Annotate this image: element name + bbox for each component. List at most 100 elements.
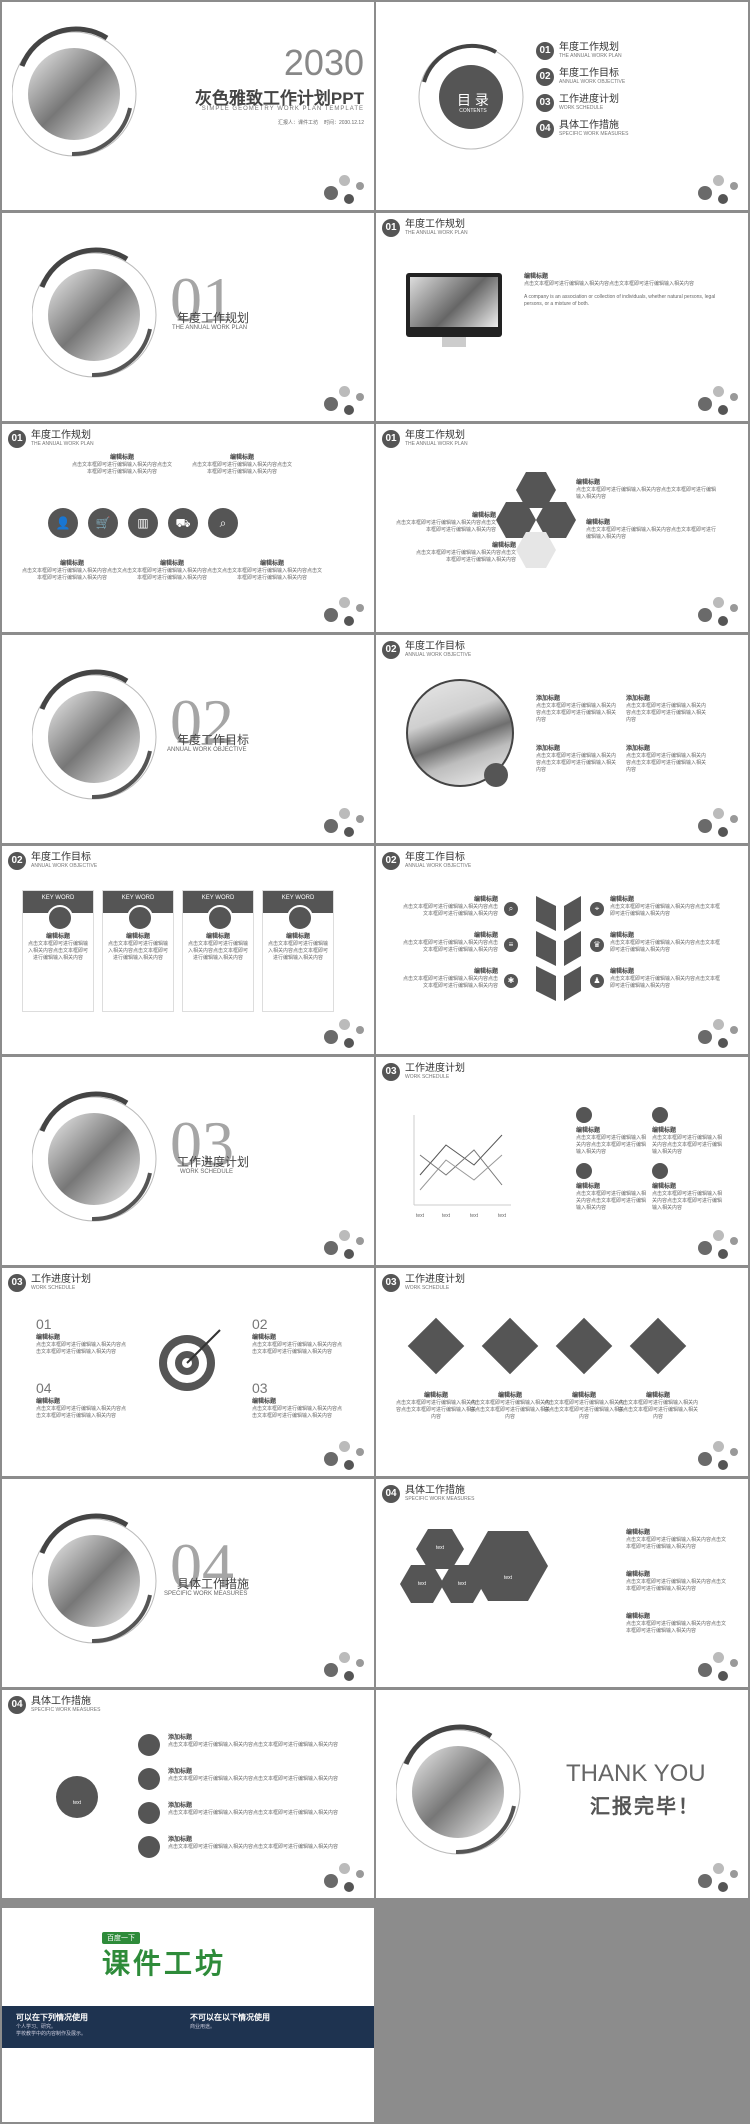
rocket-icon [629, 1317, 687, 1375]
header-title: 具体工作措施 [405, 1485, 465, 1496]
keyword-card[interactable]: KEY WORD 编辑标题点击文本框即可进行编辑输入相关内容点击文本框即可进行编… [102, 890, 174, 1012]
keyword-card[interactable]: KEY WORD 编辑标题点击文本框即可进行编辑输入相关内容点击文本框即可进行编… [262, 890, 334, 1012]
block-body: 点击文本框即可进行编辑输入相关内容点击文本框即可进行编辑输入相关内容 [586, 527, 717, 540]
keyword-circle [207, 905, 233, 931]
slide-thank-you[interactable]: THANK YOU 汇报完毕！ [376, 1690, 748, 1898]
block-body: 点击文本框即可进行编辑输入相关内容点击文本框即可进行编辑输入相关内容 [267, 941, 328, 961]
decor-dots [680, 381, 740, 415]
chart-tick-label: text [470, 1213, 479, 1219]
header-title: 年度工作目标 [405, 852, 465, 863]
section-number: 01 [170, 264, 234, 335]
text-block: 编辑标题点击文本框即可进行编辑输入相关内容点击文本框即可进行编辑输入相关内容 [36, 1398, 126, 1420]
block-title: 编辑标题 [524, 274, 549, 280]
monitor-stand [442, 337, 466, 347]
block-body: 点击文本框即可进行编辑输入相关内容点击文本框即可进行编辑输入相关内容 [626, 753, 707, 773]
header-subtitle: ANNUAL WORK OBJECTIVE [405, 863, 472, 869]
report-done-text: 汇报完毕！ [590, 1796, 700, 1818]
toc-item-num: 01 [536, 42, 554, 60]
block-title: 编辑标题 [59, 561, 84, 567]
toc-item-en: SPECIFIC WORK MEASURES [559, 131, 629, 137]
keyword-card[interactable]: KEY WORD 编辑标题点击文本框即可进行编辑输入相关内容点击文本框即可进行编… [22, 890, 94, 1012]
text-block: 编辑标题点击文本框即可进行编辑输入相关内容点击文本框即可进行编辑输入相关内容 [396, 1392, 476, 1421]
slide-brand[interactable]: 百度一下 课件工坊 可以在下列情况使用 个人学习、研究。 学校教学中的内容制作及… [2, 1908, 374, 2122]
section-title: 年度工作规划 [177, 311, 250, 325]
ending-ring-graphic [396, 1724, 521, 1855]
usage-forbidden-title: 不可以在以下情况使用 [190, 2013, 270, 2022]
slide-section-04[interactable]: 04 具体工作措施 SPECIFIC WORK MEASURES [2, 1479, 374, 1687]
text-block: 编辑标题 点击文本框即可进行编辑输入相关内容点击文本框即可进行编辑输入相关内容 … [524, 273, 724, 308]
decor-dots [306, 1436, 366, 1470]
brand-tag: 百度一下 [102, 1932, 140, 1944]
decor-dots [306, 1225, 366, 1259]
block-title: 编辑标题 [610, 933, 635, 939]
keyword-card[interactable]: KEY WORD 编辑标题点击文本框即可进行编辑输入相关内容点击文本框即可进行编… [182, 890, 254, 1012]
block-body: 点击文本框即可进行编辑输入相关内容点击文本框即可进行编辑输入相关内容 [576, 487, 717, 500]
section-subtitle: THE ANNUAL WORK PLAN [172, 325, 248, 331]
block-title: 编辑标题 [576, 1184, 601, 1190]
text-block: 添加标题点击文本框即可进行编辑输入相关内容点击文本框即可进行编辑输入相关内容 [168, 1734, 348, 1749]
plane-icon [555, 1317, 613, 1375]
usage-allowed-item: 学校教学中的内容制作及展示。 [16, 2031, 87, 2037]
text-block: 编辑标题点击文本框即可进行编辑输入相关内容点击文本框即可进行编辑输入相关内容 [22, 560, 122, 582]
text-block: 编辑标题点击文本框即可进行编辑输入相关内容点击文本框即可进行编辑输入相关内容 [122, 560, 222, 582]
header-subtitle: WORK SCHEDULE [405, 1285, 450, 1291]
text-block: 编辑标题点击文本框即可进行编辑输入相关内容点击文本框即可进行编辑输入相关内容 [610, 932, 720, 954]
hexagon-label: text [503, 1575, 513, 1581]
block-body: 点击文本框即可进行编辑输入相关内容点击文本框即可进行编辑输入相关内容 [524, 281, 695, 287]
header-num: 01 [382, 430, 400, 448]
block-body: 点击文本框即可进行编辑输入相关内容点击文本框即可进行编辑输入相关内容 [22, 568, 123, 581]
block-title: 添加标题 [536, 696, 561, 702]
step-number: 01 [36, 1316, 52, 1332]
slide-section-01[interactable]: 01 年度工作规划 THE ANNUAL WORK PLAN [2, 213, 374, 421]
block-title: 编辑标题 [252, 1399, 277, 1405]
text-block: 编辑标题点击文本框即可进行编辑输入相关内容点击文本框即可进行编辑输入相关内容 [72, 454, 172, 476]
slide-section-03[interactable]: 03 工作进度计划 WORK SCHEDULE [2, 1057, 374, 1265]
decor-dots [680, 170, 740, 204]
block-body: 点击文本框即可进行编辑输入相关内容点击文本框即可进行编辑输入相关内容 [626, 703, 707, 723]
icon-circle [652, 1163, 668, 1179]
block-body: 点击文本框即可进行编辑输入相关内容点击文本框即可进行编辑输入相关内容 [107, 941, 168, 961]
thank-you-text: THANK YOU [566, 1760, 706, 1787]
chart-tick-label: text [442, 1213, 451, 1219]
block-body: 点击文本框即可进行编辑输入相关内容点击文本框即可进行编辑输入相关内容 [652, 1191, 723, 1211]
block-title: 编辑标题 [252, 1335, 277, 1341]
chevron-graphic [536, 896, 581, 1001]
block-title: 添加标题 [626, 696, 651, 702]
header-title: 具体工作措施 [31, 1696, 91, 1707]
decor-dots [680, 1225, 740, 1259]
header-title: 年度工作规划 [405, 219, 465, 230]
block-body: 点击文本框即可进行编辑输入相关内容点击文本框即可进行编辑输入相关内容 [252, 1406, 343, 1419]
block-body: 点击文本框即可进行编辑输入相关内容点击文本框即可进行编辑输入相关内容 [576, 1191, 647, 1211]
toc-item-title: 工作进度计划 [559, 94, 619, 105]
header-num: 03 [382, 1274, 400, 1292]
search-icon: ⌕ [504, 902, 518, 916]
slide-section-02[interactable]: 02 年度工作目标 ANNUAL WORK OBJECTIVE [2, 635, 374, 843]
block-body: 点击文本框即可进行编辑输入相关内容点击文本框即可进行编辑输入相关内容 [652, 1135, 723, 1155]
text-block: 编辑标题点击文本框即可进行编辑输入相关内容点击文本框即可进行编辑输入相关内容 [576, 1127, 646, 1156]
slide-cover[interactable]: 2030 灰色雅致工作计划PPT SIMPLE GEOMETRY WORK PL… [2, 2, 374, 210]
usage-forbidden-item: 商业用途。 [190, 2024, 216, 2030]
decor-dots [306, 803, 366, 837]
block-title: 编辑标题 [652, 1128, 677, 1134]
